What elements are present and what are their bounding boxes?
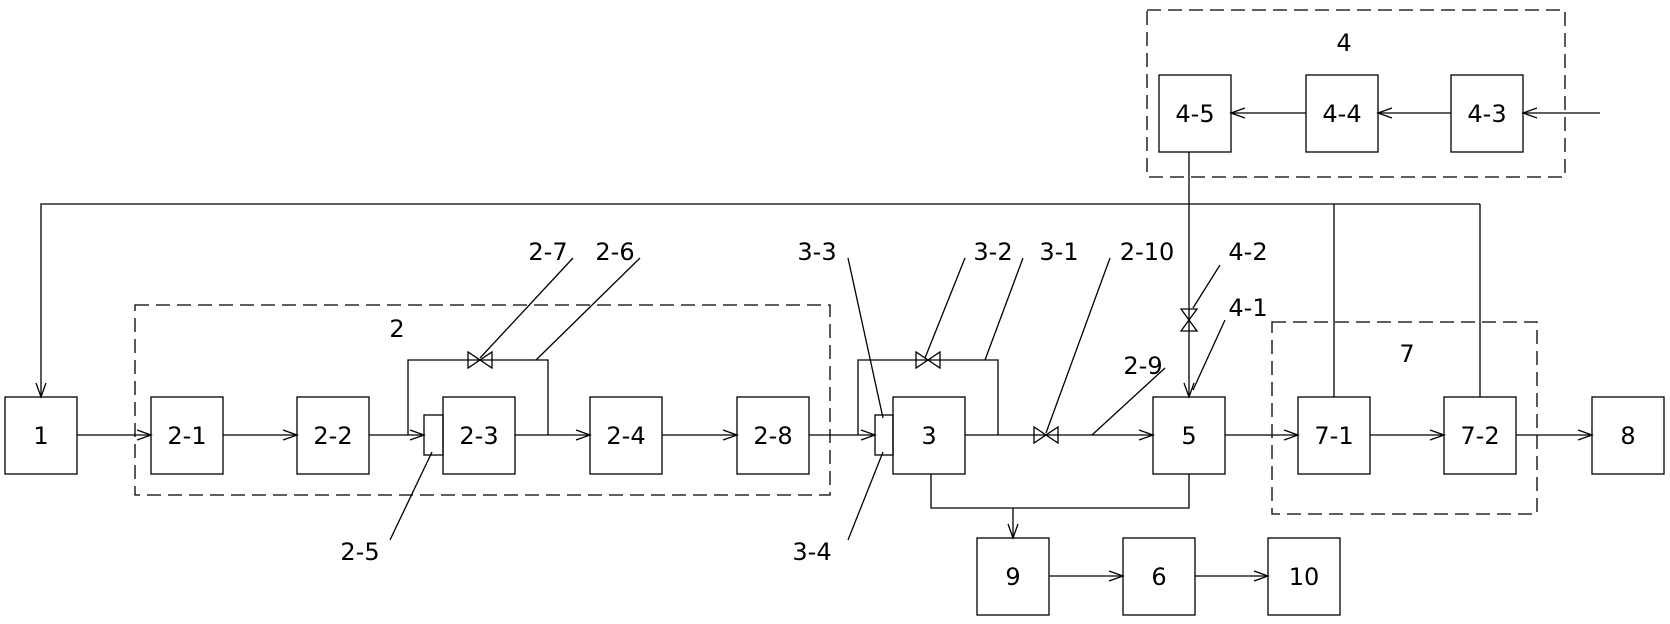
unit-4-4-label: 4-4: [1322, 100, 1361, 128]
unit-8-label: 8: [1620, 422, 1635, 450]
main-flow-lines: [77, 429, 1594, 441]
unit-6-label: 6: [1151, 563, 1166, 591]
callout-2-5-label: 2-5: [340, 538, 379, 566]
unit-10-label: 10: [1289, 563, 1320, 591]
callout-3-2-label: 3-2: [973, 238, 1012, 266]
unit-4-3-label: 4-3: [1467, 100, 1506, 128]
group-2-boundary: [134, 304, 831, 496]
unit-2-2-label: 2-2: [313, 422, 352, 450]
callout-2-7-label: 2-7: [528, 238, 567, 266]
unit-3-label: 3: [921, 422, 936, 450]
callout-leaders: [389, 257, 1226, 541]
unit-9-label: 9: [1005, 563, 1020, 591]
unit-7-1-label: 7-1: [1314, 422, 1353, 450]
unit-2-4-label: 2-4: [606, 422, 645, 450]
recycle-line: [35, 203, 1481, 399]
callout-3-3-label: 3-3: [797, 238, 836, 266]
callout-2-9-label: 2-9: [1123, 352, 1162, 380]
callout-2-10-label: 2-10: [1120, 238, 1174, 266]
valve-3-2-icon: [915, 350, 941, 370]
callout-4-2-label: 4-2: [1228, 238, 1267, 266]
unit-2-1-label: 2-1: [167, 422, 206, 450]
group-2-label: 2: [389, 315, 404, 343]
valve-4-2-icon: [1179, 308, 1199, 332]
unit-4-5-label: 4-5: [1175, 100, 1214, 128]
unit-2-8-label: 2-8: [753, 422, 792, 450]
unit-2-3-label: 2-3: [459, 422, 498, 450]
group-4-flow-lines: [1183, 107, 1600, 399]
bypass-2-loop: [407, 359, 549, 435]
unit-1-label: 1: [33, 422, 48, 450]
unit-5-label: 5: [1181, 422, 1196, 450]
callout-3-4-label: 3-4: [792, 538, 831, 566]
callout-4-1-label: 4-1: [1228, 294, 1267, 322]
group-7-label: 7: [1399, 340, 1414, 368]
unit-3-4-box: [874, 414, 894, 456]
valve-2-10-icon: [1033, 425, 1059, 445]
callout-3-1-label: 3-1: [1039, 238, 1078, 266]
valve-2-7-icon: [467, 350, 493, 370]
callout-2-6-label: 2-6: [595, 238, 634, 266]
group-7-boundary: [1271, 321, 1538, 515]
group-4-label: 4: [1336, 29, 1351, 57]
lower-flow-lines: [930, 474, 1270, 582]
unit-2-5-box: [423, 414, 444, 456]
unit-7-2-label: 7-2: [1460, 422, 1499, 450]
